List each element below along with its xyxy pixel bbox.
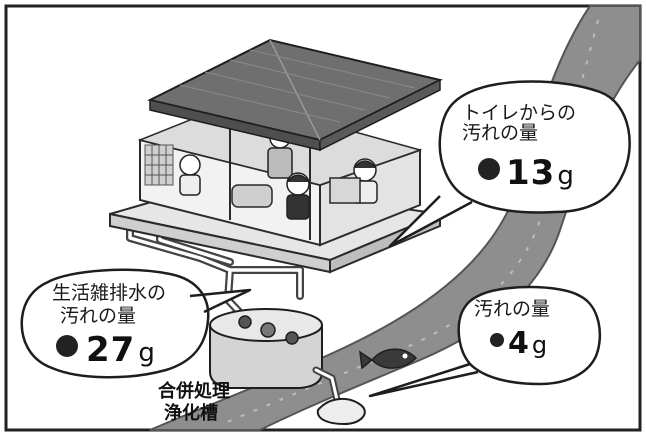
greywater-amount-unit: g xyxy=(138,337,155,368)
greywater-amount-value: 27 xyxy=(86,329,136,370)
river-pollution-label: 汚れの量 4 g xyxy=(474,298,551,360)
greywater-amount: 27 g xyxy=(56,329,155,370)
greywater-label-line2: 汚れの量 xyxy=(60,304,137,327)
bullet-dot-icon xyxy=(478,157,500,180)
river-amount-value: 4 xyxy=(508,325,530,361)
house-illustration xyxy=(109,38,444,274)
river-amount: 4 g xyxy=(490,328,547,360)
bullet-dot-icon xyxy=(56,334,78,357)
bullet-dot-icon xyxy=(490,332,504,347)
river-amount-unit: g xyxy=(531,330,548,359)
septic-tank xyxy=(209,308,342,408)
tank-label-line1: 合併処理 xyxy=(158,381,230,402)
person-figure xyxy=(286,172,310,220)
toilet-amount-bubble xyxy=(388,80,631,248)
greywater-pollution-label: 生活雑排水の 汚れの量 27 g xyxy=(52,282,167,370)
toilet-amount-value: 13 xyxy=(506,152,556,193)
septic-tank-label: 合併処理 浄化槽 xyxy=(158,381,230,424)
fish-icon xyxy=(359,348,418,370)
outflow-splash xyxy=(316,398,366,426)
greywater-label-line1: 生活雑排水の xyxy=(52,282,167,304)
toilet-pollution-label: トイレからの 汚れの量 13 g xyxy=(462,102,577,193)
greywater-amount-bubble xyxy=(20,268,252,379)
river-amount-bubble xyxy=(368,285,602,398)
toilet-amount-unit: g xyxy=(557,160,574,191)
toilet-label-line2: 汚れの量 xyxy=(462,121,539,144)
person-figure xyxy=(179,154,201,196)
toilet-amount: 13 g xyxy=(478,152,574,193)
toilet-label-line1: トイレからの xyxy=(462,102,577,124)
tank-label-line2: 浄化槽 xyxy=(164,402,218,424)
river-label-line1: 汚れの量 xyxy=(474,298,551,320)
